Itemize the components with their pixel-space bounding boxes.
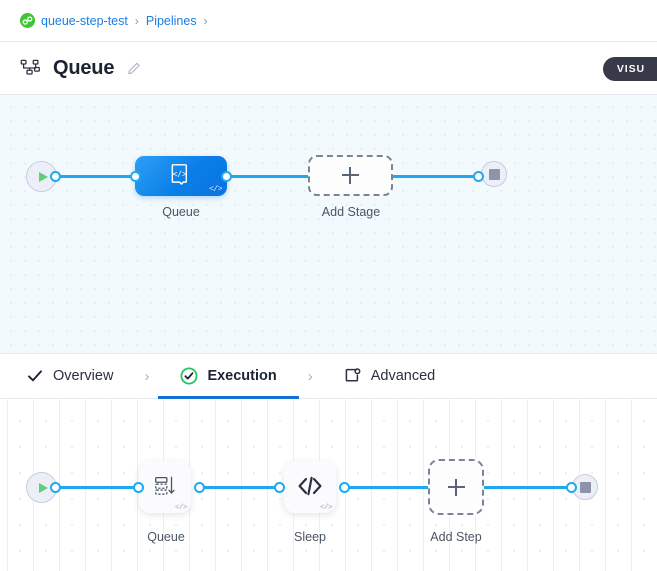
stage-queue-code-badge: </>	[209, 185, 222, 194]
step-queue-label: Queue	[147, 530, 185, 544]
advanced-gear-icon	[345, 368, 361, 382]
stop-icon	[488, 168, 500, 180]
step-edge-sleep-add	[346, 486, 428, 489]
breadcrumb-separator-2: ›	[203, 13, 208, 28]
pencil-icon[interactable]	[127, 61, 142, 76]
breadcrumb-separator-1: ›	[134, 13, 139, 28]
step-canvas[interactable]: </> Queue </> Sleep Add Step	[0, 399, 657, 571]
pipeline-tabs: Overview › Execution › Advanced	[0, 353, 657, 399]
code-brackets-icon	[298, 476, 322, 496]
play-icon	[38, 482, 48, 493]
breadcrumb-pipelines-link[interactable]: Pipelines	[145, 13, 197, 28]
step-queue-out-port[interactable]	[194, 482, 205, 493]
add-stage-node[interactable]	[308, 155, 393, 196]
step-sleep-code-badge: </>	[319, 504, 333, 512]
tab-separator-1: ›	[144, 367, 150, 385]
add-step-node[interactable]	[428, 459, 484, 515]
step-node-queue[interactable]: </>	[139, 461, 191, 513]
tab-execution[interactable]: Execution	[158, 353, 300, 399]
breadcrumb: queue-step-test › Pipelines ›	[0, 0, 657, 41]
stage-start-port[interactable]	[50, 171, 61, 182]
stage-end-node[interactable]	[481, 161, 507, 187]
check-circle-icon	[180, 367, 198, 385]
add-stage-label: Add Stage	[321, 205, 381, 219]
step-start-port[interactable]	[50, 482, 61, 493]
tab-advanced[interactable]: Advanced	[340, 353, 440, 399]
breadcrumb-project-link[interactable]: queue-step-test	[41, 13, 128, 28]
stage-queue-out-port[interactable]	[221, 171, 232, 182]
queue-stack-icon	[155, 476, 175, 495]
step-edge-queue-sleep	[201, 486, 278, 489]
play-icon	[38, 171, 48, 182]
add-step-label: Add Step	[430, 530, 482, 544]
step-sleep-in-port[interactable]	[274, 482, 285, 493]
visualize-button[interactable]: VISU	[602, 57, 657, 81]
step-edge-start-queue	[57, 486, 139, 489]
step-queue-code-badge: </>	[174, 504, 188, 512]
stage-edge-add-end	[393, 175, 479, 178]
pipeline-hierarchy-icon	[20, 59, 40, 75]
stage-queue-in-port[interactable]	[130, 171, 141, 182]
page-header: Queue	[0, 41, 657, 95]
step-sleep-label: Sleep	[294, 530, 326, 544]
step-node-sleep[interactable]: </>	[284, 461, 336, 513]
tab-execution-label: Execution	[207, 368, 277, 384]
stage-edge-queue-add	[228, 175, 308, 178]
tab-overview-label: Overview	[53, 368, 114, 384]
code-stage-icon: </>	[171, 164, 187, 185]
visualize-button-label: VISU	[616, 63, 645, 75]
stop-icon	[579, 481, 591, 493]
stage-edge-start-queue	[57, 175, 141, 178]
plus-icon	[342, 167, 359, 184]
svg-text:</>: </>	[172, 168, 187, 178]
stage-canvas[interactable]: </> </> Queue Add Stage	[0, 95, 657, 353]
step-edge-add-end	[484, 486, 572, 489]
step-end-port[interactable]	[566, 482, 577, 493]
step-queue-in-port[interactable]	[133, 482, 144, 493]
check-icon	[28, 370, 42, 382]
stage-end-port[interactable]	[473, 171, 484, 182]
stage-queue-label: Queue	[162, 205, 200, 219]
tab-overview[interactable]: Overview	[22, 353, 117, 399]
tab-advanced-label: Advanced	[370, 368, 436, 384]
plus-icon	[447, 478, 465, 496]
page-title: Queue	[53, 56, 115, 79]
pipeline-logo-icon	[20, 13, 35, 28]
step-sleep-out-port[interactable]	[339, 482, 350, 493]
tab-separator-2: ›	[307, 367, 313, 385]
stage-node-queue[interactable]: </> </>	[135, 156, 227, 196]
